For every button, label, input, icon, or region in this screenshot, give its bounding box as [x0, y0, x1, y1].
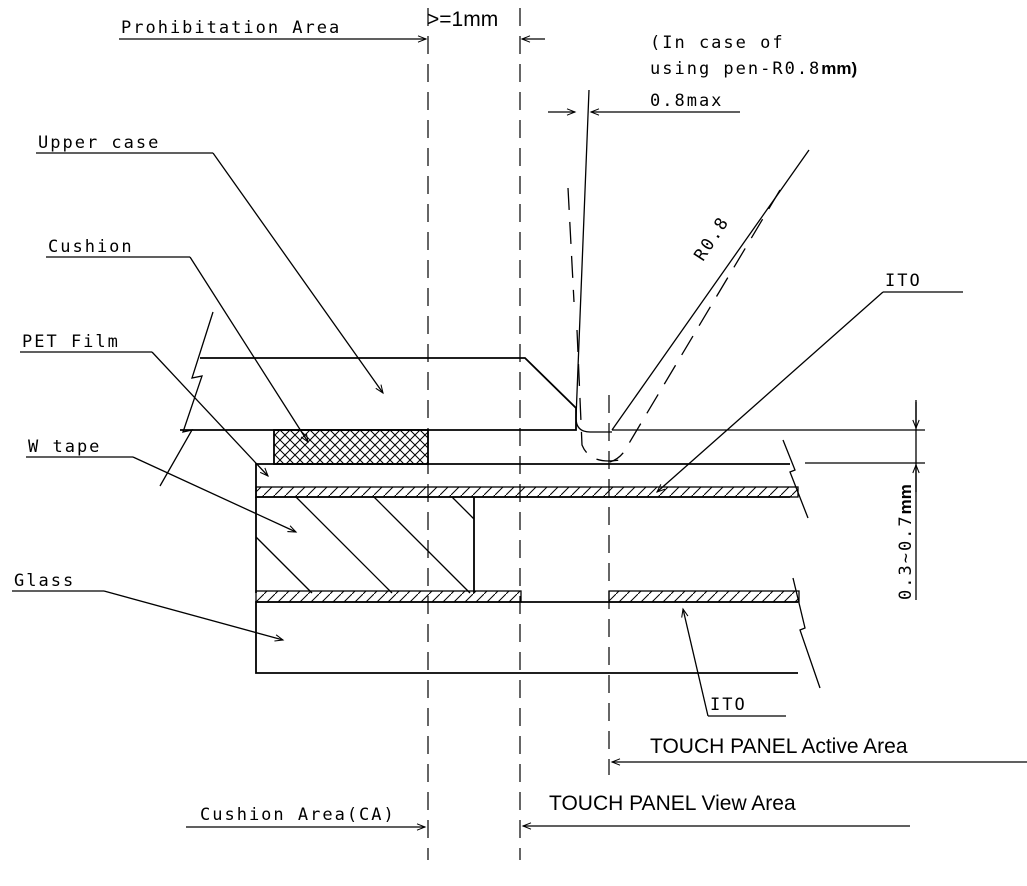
- ito-bottom-label: ITO: [710, 695, 747, 715]
- upper-case-shape: [180, 357, 577, 431]
- pen-dashed-outline-tip: [576, 329, 621, 462]
- glass-break-line: [792, 577, 821, 689]
- active-area-label: TOUCH PANEL Active Area: [650, 735, 908, 758]
- top-ito-layer: [255, 486, 799, 498]
- w-tape-label: W tape: [28, 437, 101, 457]
- w-tape-region: [255, 497, 475, 593]
- glass-leader: [103, 590, 285, 642]
- pen-vertical-outline: [575, 89, 612, 433]
- upper-case-leader: [212, 152, 384, 395]
- cushion-block: [273, 429, 429, 465]
- bottom-ito-right: [608, 590, 800, 603]
- ito-top-label: ITO: [885, 271, 922, 291]
- pen-note-line1: (In case of: [650, 33, 785, 53]
- upper-case-label: Upper case: [38, 133, 160, 153]
- cushion-label: Cushion: [48, 237, 134, 257]
- cushion-area-label: Cushion Area(CA): [200, 805, 396, 825]
- upper-case-break-line: [159, 311, 214, 487]
- view-area-label: TOUCH PANEL View Area: [549, 792, 796, 815]
- pen-dashed-outline: [567, 187, 575, 303]
- prohibitation-area-label: Prohibitation Area: [121, 18, 341, 38]
- pen-note-line2: using pen-R0.8mm): [650, 59, 857, 79]
- glass-label: Glass: [14, 571, 75, 591]
- min-gap-label: >=1mm: [427, 8, 498, 31]
- max-offset-label: 0.8max: [650, 91, 723, 111]
- w-tape-leader: [132, 456, 298, 533]
- pet-film-label: PET Film: [22, 332, 120, 352]
- gap-range-label: 0.3~0.7mm: [896, 484, 916, 600]
- ito-bottom-leader: [681, 607, 709, 717]
- pet-film-leader: [151, 351, 269, 478]
- pen-tilted-dashed-outline: [609, 189, 781, 463]
- ito-top-leader: [655, 291, 884, 493]
- bottom-ito-left: [255, 590, 522, 603]
- glass-layer: [255, 601, 798, 674]
- pet-film-break-line: [782, 439, 809, 519]
- cushion-leader: [189, 256, 309, 444]
- w-tape-hatching: [255, 496, 475, 594]
- radius-label: R0.8: [690, 213, 733, 265]
